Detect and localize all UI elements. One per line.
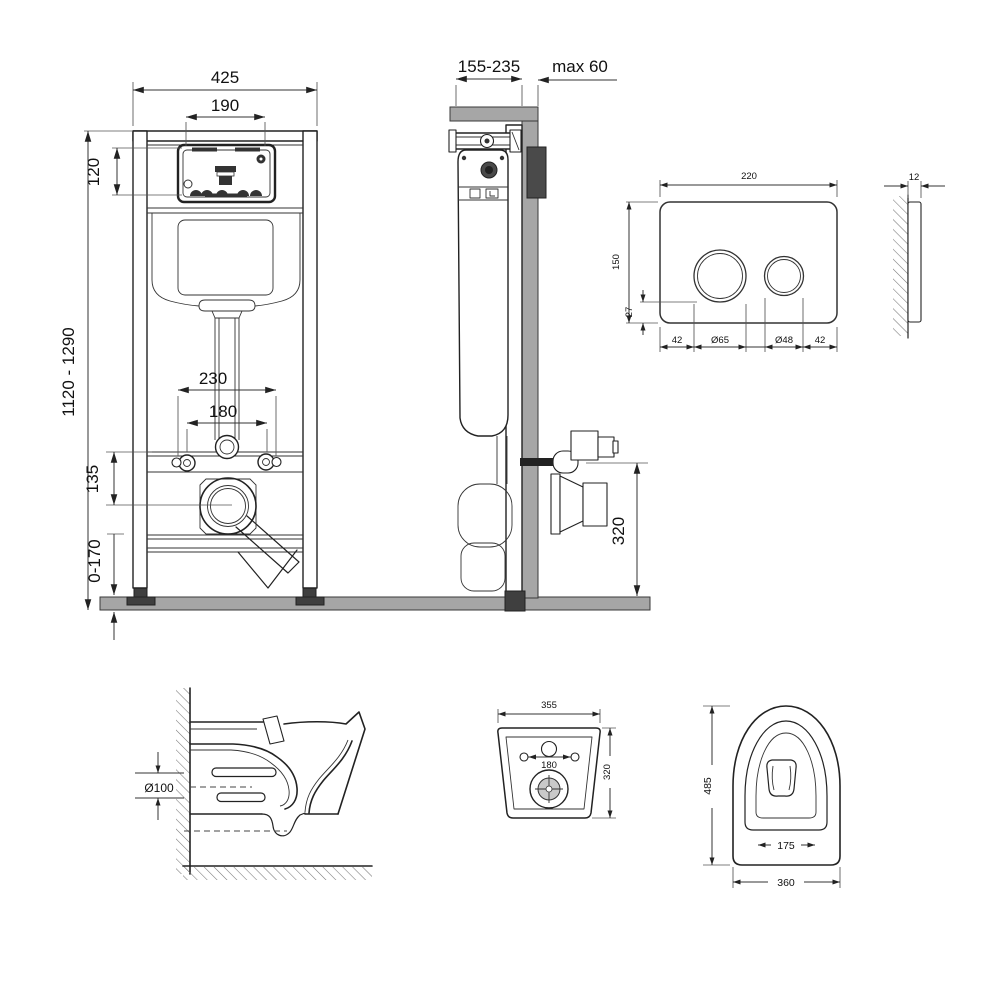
- bolt-hole-right: [570, 752, 580, 762]
- frame-crossbars: [147, 144, 303, 553]
- dim-bowl-back-width: 355: [541, 700, 557, 711]
- frame-left-post: [132, 130, 148, 589]
- support-rail: [448, 129, 522, 153]
- dim-frame-total-width: 425: [211, 68, 239, 87]
- flush-opening: [766, 759, 797, 797]
- dim-button-offset: 27: [624, 307, 635, 318]
- dim-bowl-depth: 485: [702, 777, 714, 795]
- frame-foot-side: [504, 590, 526, 612]
- bowl-back-outline: [497, 727, 601, 819]
- dim-depth-range: 155-235: [458, 57, 520, 76]
- floor: [99, 596, 651, 611]
- dim-bolt-spacing: 180: [541, 760, 557, 771]
- dim-fixing-outer: 230: [199, 369, 227, 388]
- access-window: [176, 143, 277, 204]
- dim-feet-adjust: 0-170: [85, 539, 104, 582]
- frame-top-bar: [132, 130, 318, 142]
- dim-bowl-width: 360: [777, 877, 795, 889]
- frame-front-dimensions: 425 190 120 1120 - 1290 230 180 135 0-17…: [59, 68, 318, 640]
- flush-plate-side: [907, 201, 922, 323]
- drain-hole: [529, 769, 569, 809]
- dim-large-button-dia: Ø65: [711, 335, 729, 346]
- drain-flange: [199, 477, 300, 589]
- bowl-top-outline: [732, 705, 841, 866]
- bowl-back-view: 180 355 320: [497, 700, 616, 819]
- dim-outlet-dia: Ø100: [144, 781, 174, 795]
- dim-bowl-back-height: 320: [602, 764, 613, 780]
- flush-elbow: [457, 436, 513, 592]
- bowl-profile: [184, 711, 366, 837]
- bowl-top-dimensions: 485 175 360: [702, 705, 841, 889]
- dim-outlet-height: 320: [609, 517, 628, 545]
- flush-plate-dimensions: 220 150 27 42 Ø65 Ø48 42: [611, 171, 838, 352]
- dim-plate-height: 150: [611, 254, 622, 270]
- bowl-top-view: 485 175 360: [702, 705, 841, 889]
- flush-plate: [659, 201, 838, 324]
- frame-side-dimensions: 155-235 max 60 320: [455, 57, 648, 596]
- dim-bowl-inner-width: 175: [777, 840, 795, 852]
- water-inlet-hole: [540, 740, 558, 758]
- dim-fixing-inner: 180: [209, 402, 237, 421]
- top-beam: [449, 106, 539, 122]
- cistern-side: [457, 149, 509, 437]
- frame-side-view: 155-235 max 60 320: [448, 57, 648, 612]
- dim-outlet-drop: 135: [83, 465, 102, 493]
- dim-small-button-dia: Ø48: [775, 335, 793, 346]
- flush-plate-side-view: 12: [884, 172, 945, 339]
- dim-plate-width: 220: [741, 171, 757, 182]
- dim-wall-clearance: max 60: [552, 57, 608, 76]
- dim-plate-left-margin: 42: [672, 335, 683, 346]
- bowl-section-view: Ø100: [135, 687, 373, 880]
- dim-frame-height-range: 1120 - 1290: [59, 327, 78, 416]
- frame-right-post: [302, 130, 318, 589]
- dim-plate-thickness: 12: [909, 172, 920, 183]
- plate-thickness-dimension: 12: [884, 172, 945, 198]
- bolt-hole-left: [519, 752, 529, 762]
- large-flush-button: [693, 249, 747, 303]
- dim-opening-width: 190: [211, 96, 239, 115]
- dim-plate-right-margin: 42: [815, 335, 826, 346]
- dim-opening-height: 120: [84, 158, 103, 186]
- fixing-bolts: [171, 434, 282, 472]
- cistern-front: [151, 213, 301, 440]
- frame-front-view: 425 190 120 1120 - 1290 230 180 135 0-17…: [59, 68, 325, 640]
- wall-bracket: [526, 146, 547, 199]
- outlet-connections: [520, 430, 619, 535]
- small-flush-button: [763, 255, 805, 297]
- outlet-dimension: Ø100: [135, 752, 184, 820]
- bowl-back-dimensions: 180 355 320: [497, 700, 616, 819]
- flush-plate-front-view: 220 150 27 42 Ø65 Ø48 42: [611, 171, 838, 352]
